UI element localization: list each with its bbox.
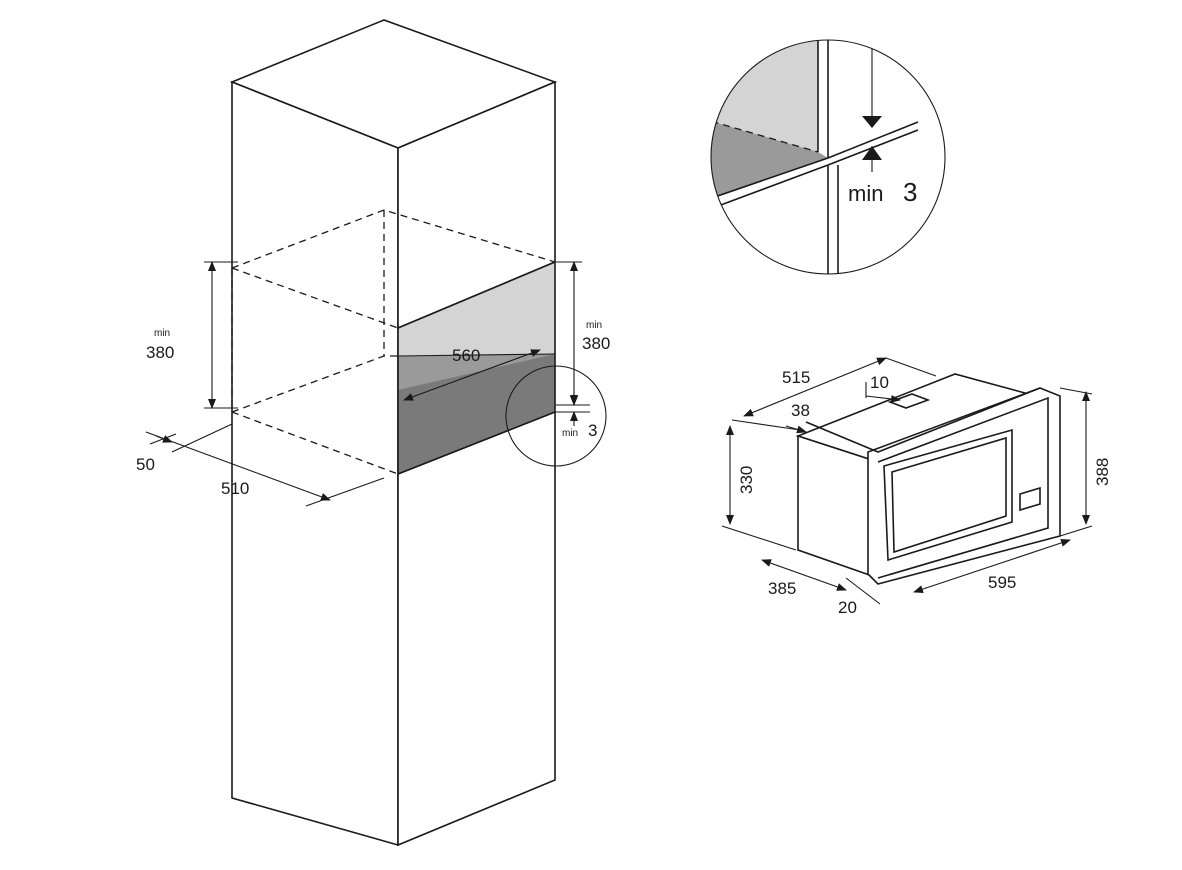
- control-panel: [1019, 486, 1041, 512]
- detail-view: [710, 39, 946, 275]
- dim-depth-total: [743, 357, 887, 417]
- body-height-value: 330: [737, 466, 756, 494]
- dim-top-offset: [865, 394, 901, 403]
- dim-front-thickness: [845, 577, 881, 605]
- niche-opening: [397, 260, 556, 476]
- gap-min-value: 3: [588, 421, 597, 440]
- cabinet-lower-front: [397, 410, 556, 847]
- dim-offset-arrow: [155, 435, 173, 443]
- top-vent: [887, 393, 931, 409]
- microwave-window-inner: [891, 436, 1007, 554]
- dim-ext-line: [731, 419, 801, 431]
- niche-back-wall: [398, 262, 555, 356]
- dim-frame-depth: [785, 425, 807, 434]
- cabinet-side-face: [231, 80, 399, 847]
- detail-callout-circle: [505, 365, 607, 467]
- dim-front-width: [913, 539, 1071, 593]
- microwave-lip: [805, 387, 1041, 453]
- niche-hidden-floor-left: [231, 411, 399, 475]
- front-thickness-value: 20: [838, 598, 857, 617]
- dim-body-depth: [761, 559, 847, 591]
- dim-ext-line: [1059, 387, 1093, 395]
- offset-value: 50: [136, 455, 155, 474]
- detail-gap-label: min: [848, 181, 883, 206]
- detail-circle-border: [710, 39, 946, 275]
- niche-hidden-floor-back: [231, 355, 398, 413]
- dim-ext-line: [721, 525, 797, 551]
- height-min-label: min: [154, 328, 170, 339]
- frame-depth-value: 38: [791, 401, 810, 420]
- top-offset-value: 10: [870, 373, 889, 392]
- niche-hidden-top-left: [231, 267, 399, 329]
- dim-line-depth: [145, 431, 331, 501]
- tall-cabinet: [145, 19, 607, 847]
- detail-gap-value: 3: [903, 177, 917, 207]
- opening-min-value: 380: [582, 334, 610, 353]
- dim-ext-line: [885, 357, 937, 377]
- body-depth-value: 385: [768, 579, 796, 598]
- dim-line-width: [403, 349, 541, 401]
- depth-value: 510: [221, 479, 249, 498]
- depth-total-value: 515: [782, 368, 810, 387]
- dim-ext-line: [171, 423, 233, 453]
- microwave-appliance: [721, 357, 1093, 605]
- dim-ext-line: [1059, 525, 1093, 537]
- gap-min-label: min: [562, 428, 578, 439]
- front-width-value: 595: [988, 573, 1016, 592]
- dim-ext-line: [305, 477, 385, 507]
- front-height-value: 388: [1093, 458, 1112, 486]
- width-value: 560: [452, 346, 480, 365]
- height-min-value: 380: [146, 343, 174, 362]
- opening-min-label: min: [586, 320, 602, 331]
- microwave-side: [797, 434, 879, 580]
